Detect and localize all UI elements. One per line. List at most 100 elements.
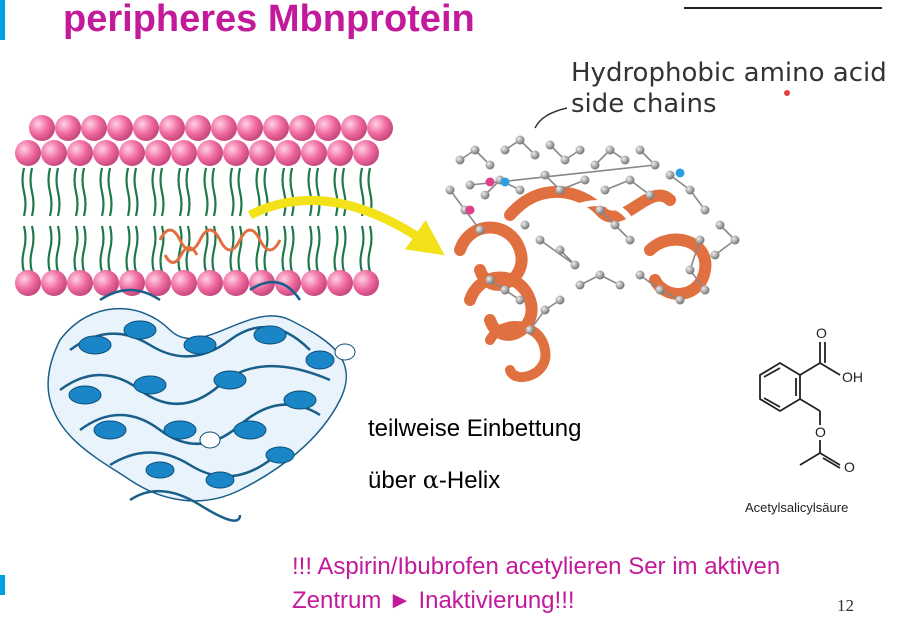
lipid-tail xyxy=(151,225,157,273)
page-number: 12 xyxy=(837,596,854,615)
side-chain-atom xyxy=(485,275,495,285)
side-chain-atom xyxy=(710,250,720,260)
lipid-tail xyxy=(315,225,321,273)
lipid-tail xyxy=(237,167,243,217)
lipid-head xyxy=(237,115,263,141)
alpha-symbol: α xyxy=(422,466,439,494)
aspirin-note-line1: !!! Aspirin/Ibubrofen acetylieren Ser im… xyxy=(292,553,781,580)
side-chain-atom xyxy=(525,325,535,335)
lipid-head xyxy=(15,140,41,166)
side-chain-atom xyxy=(685,185,695,195)
lipid-head xyxy=(171,270,197,296)
side-chain-atom xyxy=(555,295,565,305)
lipid-head xyxy=(327,270,353,296)
side-chain-atom xyxy=(715,220,725,230)
side-chain-atom xyxy=(645,190,655,200)
lipid-tail xyxy=(55,167,61,217)
lipid-head xyxy=(55,115,81,141)
lipid-head xyxy=(107,115,133,141)
lipid-tail xyxy=(185,167,191,217)
hydrophobic-label-line2: side chains xyxy=(571,89,717,119)
lipid-tail xyxy=(159,167,165,217)
side-chain-atom xyxy=(475,225,485,235)
lipid-tail xyxy=(341,225,347,273)
heteroatom xyxy=(465,205,475,215)
membrane-helix-small xyxy=(158,228,282,264)
side-chain-atom xyxy=(545,140,555,150)
lipid-tail xyxy=(47,167,53,217)
side-chain-atom xyxy=(700,205,710,215)
lipid-head xyxy=(249,140,275,166)
lipid-head xyxy=(15,270,41,296)
side-chain-atoms xyxy=(445,135,740,335)
lipid-head xyxy=(275,140,301,166)
lipid-head xyxy=(197,140,223,166)
lipid-tail xyxy=(211,167,217,217)
lipid-tail xyxy=(333,167,339,217)
side-chain-atom xyxy=(575,145,585,155)
label-pointer xyxy=(534,107,568,129)
side-chain-atom xyxy=(610,220,620,230)
lipid-head xyxy=(353,270,379,296)
lipid-head xyxy=(81,115,107,141)
lipid-head xyxy=(367,115,393,141)
lipid-head xyxy=(289,115,315,141)
lipid-head xyxy=(341,115,367,141)
aspirin-note: !!! Aspirin/Ibubrofen acetylieren Ser im… xyxy=(292,550,780,618)
zoom-arrow xyxy=(247,196,445,256)
lipid-head xyxy=(159,115,185,141)
hydrophobic-label: Hydrophobic amino acid side chains xyxy=(571,58,887,120)
side-chain-atom xyxy=(635,270,645,280)
lipid-tail xyxy=(133,167,139,217)
side-chain-atom xyxy=(575,280,585,290)
lipid-head xyxy=(67,140,93,166)
protein-helices xyxy=(68,320,356,489)
side-chain-atom xyxy=(675,295,685,305)
side-chain-atom xyxy=(515,295,525,305)
side-chain-atom xyxy=(730,235,740,245)
lipid-tail xyxy=(289,225,295,273)
side-chain-atom xyxy=(500,145,510,155)
lipid-tail xyxy=(107,225,113,273)
lipid-head xyxy=(67,270,93,296)
aspirin-label-oh: OH xyxy=(842,369,863,385)
aspirin-note-line2: Zentrum ► Inaktivierung!!! xyxy=(292,587,575,614)
lipid-head xyxy=(29,115,55,141)
lipid-tail xyxy=(255,225,261,273)
helix-suffix: -Helix xyxy=(438,467,501,494)
slide-title: peripheres Mbnprotein xyxy=(63,0,475,40)
lipid-tail xyxy=(99,167,105,217)
side-chain-atom xyxy=(605,145,615,155)
molecule-name: Acetylsalicylsäure xyxy=(745,500,849,515)
lipid-tail xyxy=(73,225,79,273)
side-chain-atom xyxy=(515,135,525,145)
lipid-head xyxy=(211,115,237,141)
lipid-tail xyxy=(281,167,287,217)
header-rule xyxy=(684,7,882,9)
lipid-tail xyxy=(73,167,79,217)
side-chain-atom xyxy=(625,235,635,245)
lipid-tail xyxy=(289,167,295,217)
side-chain-atom xyxy=(455,155,465,165)
side-chain-atom xyxy=(570,260,580,270)
side-chain-atom xyxy=(540,305,550,315)
red-dot xyxy=(784,90,790,96)
lipid-tail xyxy=(107,167,113,217)
side-chain-atom xyxy=(520,220,530,230)
side-chain-atom xyxy=(650,160,660,170)
side-chain-atom xyxy=(595,205,605,215)
lipid-head xyxy=(301,270,327,296)
lipid-tail xyxy=(229,167,235,217)
side-chain-atom xyxy=(685,265,695,275)
lipid-tail xyxy=(133,225,139,273)
side-chain-atom xyxy=(515,185,525,195)
embedding-text: teilweise Einbettung xyxy=(368,415,582,442)
lipid-tail xyxy=(99,225,105,273)
lipid-tail xyxy=(307,225,313,273)
lipid-head xyxy=(275,270,301,296)
lipid-tail xyxy=(367,225,373,273)
side-chain-atom xyxy=(580,175,590,185)
side-chain-atom xyxy=(535,235,545,245)
lipid-head xyxy=(171,140,197,166)
